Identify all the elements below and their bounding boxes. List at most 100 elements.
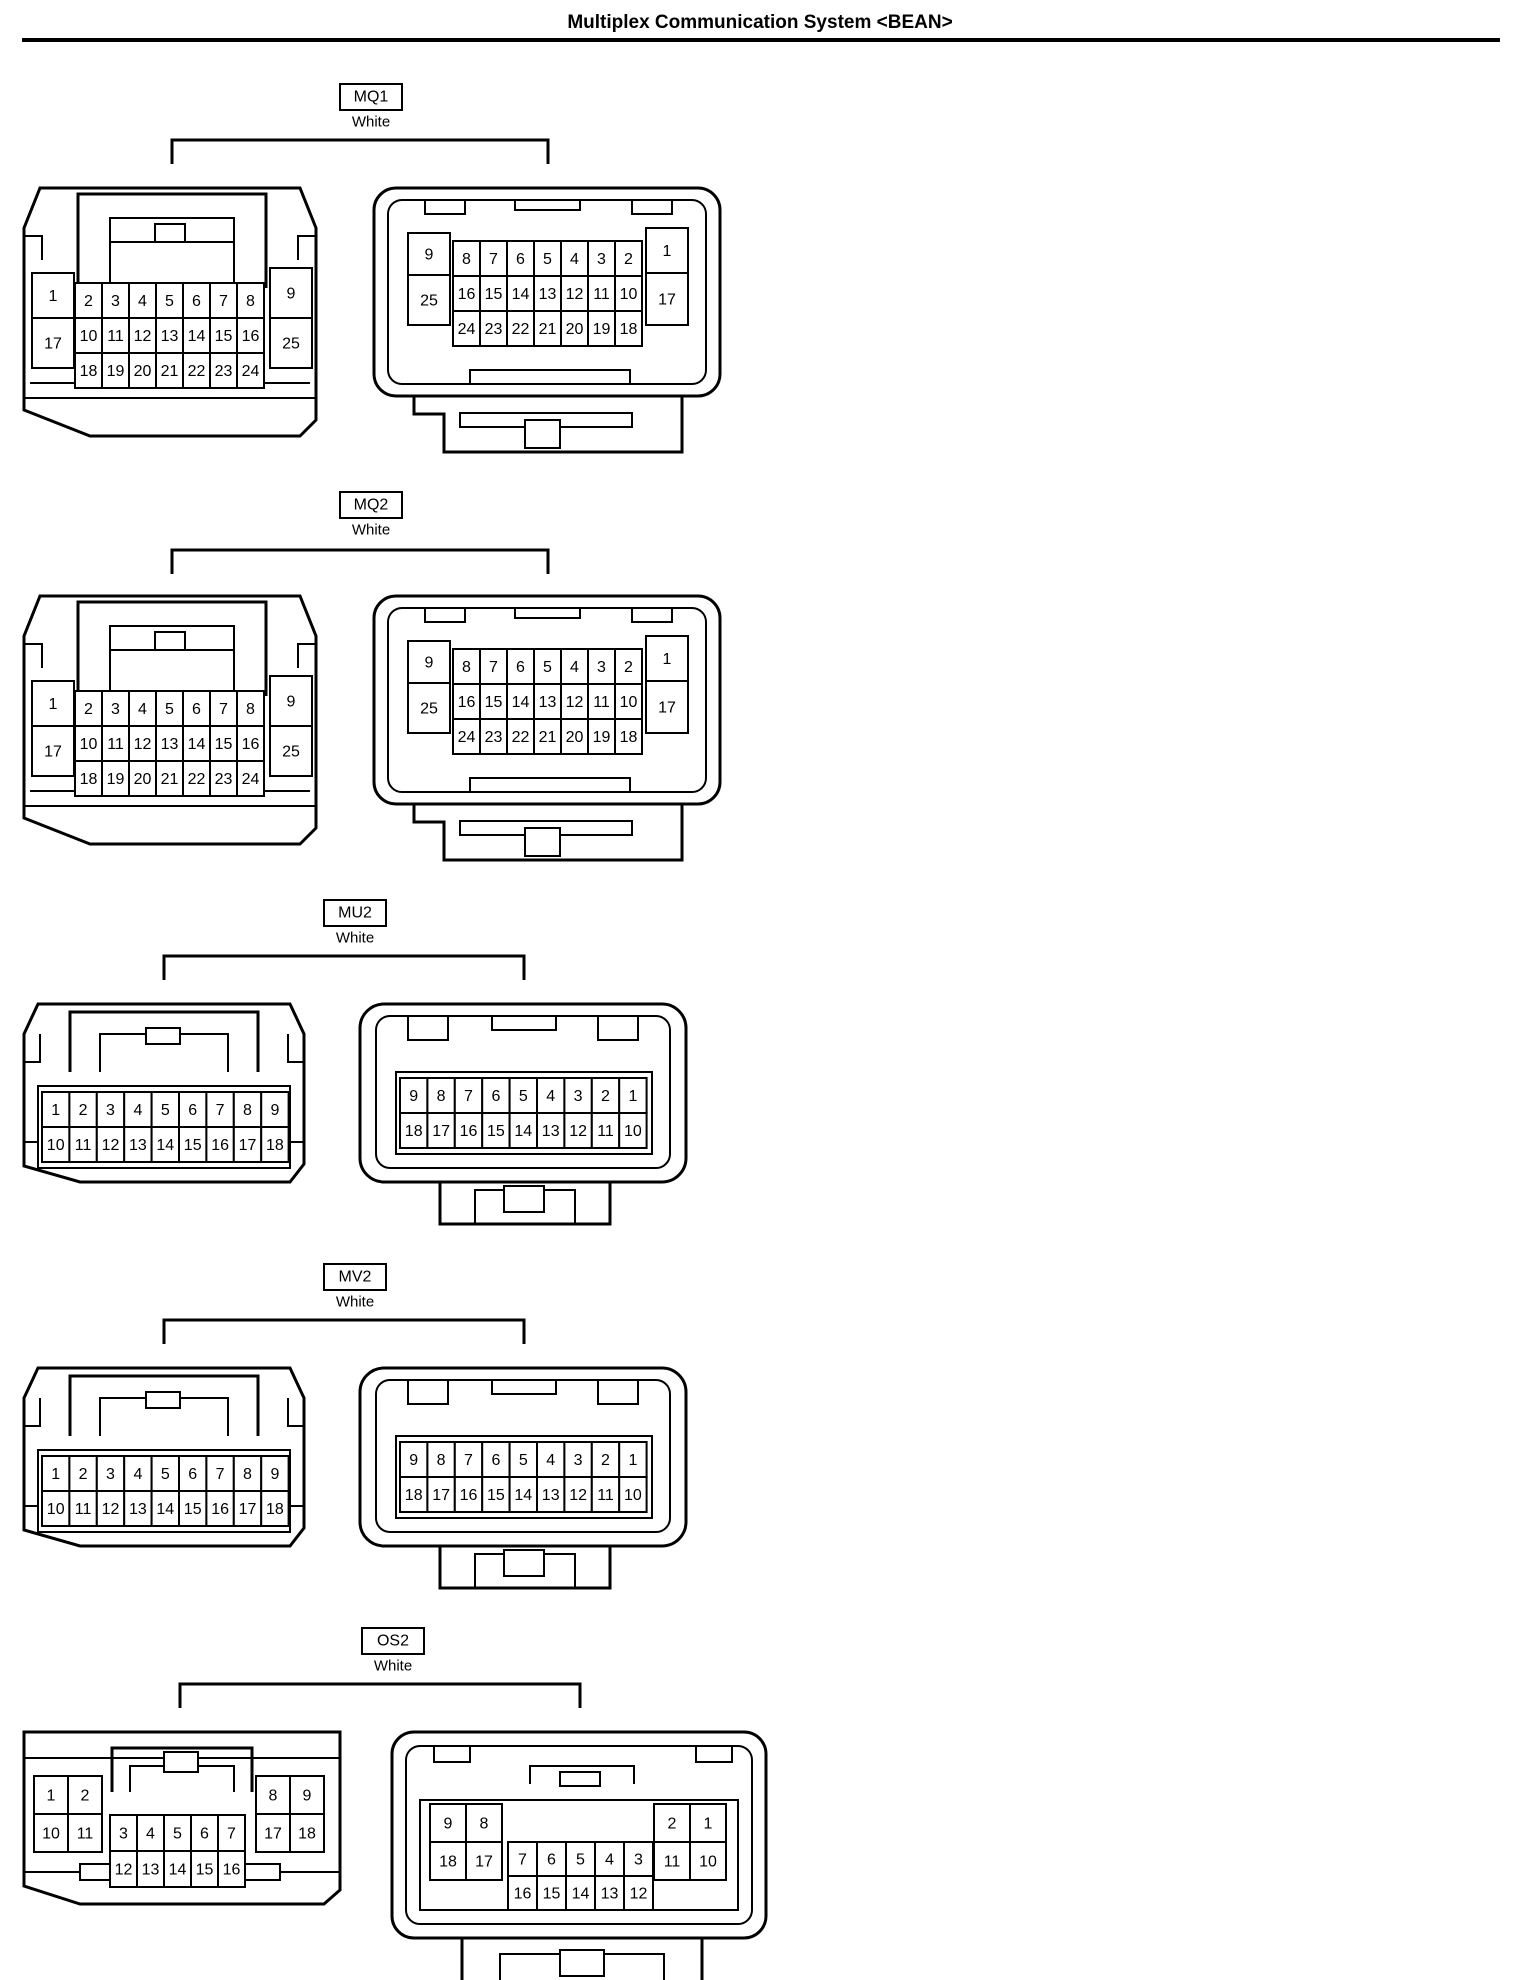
pin-label: 12: [134, 328, 152, 345]
pin-label: 12: [566, 286, 584, 303]
pin-label: 4: [570, 251, 579, 268]
pin-label: 15: [487, 1123, 505, 1140]
pin-cell: [465, 1841, 503, 1881]
latch-inner: [529, 1765, 635, 1784]
pin-label: 17: [239, 1137, 257, 1154]
pin-label: 12: [115, 1862, 133, 1879]
pin-label: 19: [593, 321, 611, 338]
pin-label: 2: [624, 251, 633, 268]
pin-label: 19: [107, 771, 125, 788]
pin-label: 23: [485, 321, 503, 338]
pin-cell: [269, 675, 313, 727]
pin-label: 11: [597, 1123, 614, 1140]
housing-key: [491, 1379, 557, 1395]
housing-notch: [24, 1398, 304, 1427]
pin-label: 10: [80, 328, 98, 345]
connector-color: White: [352, 522, 390, 539]
pin-cell: [33, 1813, 69, 1853]
view-bracket: [162, 1318, 526, 1344]
pin-label: 14: [512, 286, 530, 303]
pin-label: 5: [519, 1088, 528, 1105]
connector-code: MV2: [339, 1269, 372, 1286]
pin-cell: [614, 648, 643, 685]
connector-code: MU2: [338, 905, 372, 922]
pin-label: 18: [266, 1137, 284, 1154]
pin-cell: [155, 725, 184, 762]
pin-cell: [587, 648, 616, 685]
pin-cell: [590, 1112, 621, 1149]
pin-cell: [289, 1813, 325, 1853]
pin-label: 1: [51, 1102, 60, 1119]
pin-label: 9: [270, 1102, 279, 1119]
pin-cell: [101, 352, 130, 389]
pin-label: 5: [165, 701, 174, 718]
pin-label: 10: [624, 1123, 642, 1140]
latch-outline: [412, 802, 684, 862]
pin-label: 7: [216, 1102, 225, 1119]
pin-label: 11: [107, 328, 124, 345]
pin-cell: [217, 1850, 246, 1888]
housing-key: [407, 1379, 449, 1405]
housing-key: [424, 199, 466, 215]
pin-cell: [645, 680, 689, 734]
pin-cell: [128, 690, 157, 727]
pin-label: 5: [161, 1466, 170, 1483]
pin-cell: [128, 282, 157, 319]
pin-label: 17: [44, 744, 62, 761]
pin-cell: [614, 310, 643, 347]
pin-label: 25: [420, 293, 438, 310]
pin-label: 15: [485, 286, 503, 303]
pin-label: 11: [75, 1501, 92, 1518]
pin-cell: [506, 240, 535, 277]
pin-label: 14: [156, 1137, 174, 1154]
pin-label: 9: [409, 1452, 418, 1469]
pin-cell: [614, 683, 643, 720]
pin-cell: [74, 352, 103, 389]
housing-key: [597, 1015, 639, 1041]
pin-label: 2: [79, 1102, 88, 1119]
pin-cell: [178, 1455, 208, 1492]
pin-cell: [260, 1490, 290, 1527]
pin-label: 16: [460, 1487, 478, 1504]
view-bracket: [162, 954, 526, 980]
connector-code: OS2: [377, 1633, 409, 1650]
pin-label: 18: [80, 363, 98, 380]
latch-outline: [460, 1936, 704, 1980]
pin-label: 11: [664, 1854, 681, 1871]
latch-frame: [76, 600, 268, 696]
pin-cell: [182, 317, 211, 354]
latch-tab: [163, 1751, 199, 1773]
housing-outline: [22, 1730, 342, 1906]
pin-cell: [508, 1112, 539, 1149]
pin-cell: [429, 1803, 467, 1843]
pin-label: 5: [165, 293, 174, 310]
connector-code-box: [339, 83, 403, 111]
pin-label: 6: [516, 659, 525, 676]
pin-label: 9: [425, 247, 434, 264]
pin-label: 21: [539, 321, 557, 338]
pin-cell: [209, 760, 238, 797]
pin-cell: [587, 718, 616, 755]
pin-label: 12: [569, 1123, 587, 1140]
pin-label: 17: [44, 336, 62, 353]
pin-label: 4: [570, 659, 579, 676]
pin-label: 10: [624, 1487, 642, 1504]
pin-label: 6: [188, 1466, 197, 1483]
pin-cell: [128, 760, 157, 797]
pin-label: 5: [543, 659, 552, 676]
pin-cell: [31, 272, 75, 319]
pin-cell: [407, 274, 451, 326]
pin-label: 13: [129, 1501, 147, 1518]
pin-cell: [587, 240, 616, 277]
pin-label: 1: [47, 1788, 56, 1805]
pin-label: 25: [420, 701, 438, 718]
pin-label: 3: [111, 701, 120, 718]
pin-label: 15: [487, 1487, 505, 1504]
latch-tab: [154, 223, 186, 243]
pin-label: 4: [138, 701, 147, 718]
latch-tab: [145, 1391, 181, 1409]
